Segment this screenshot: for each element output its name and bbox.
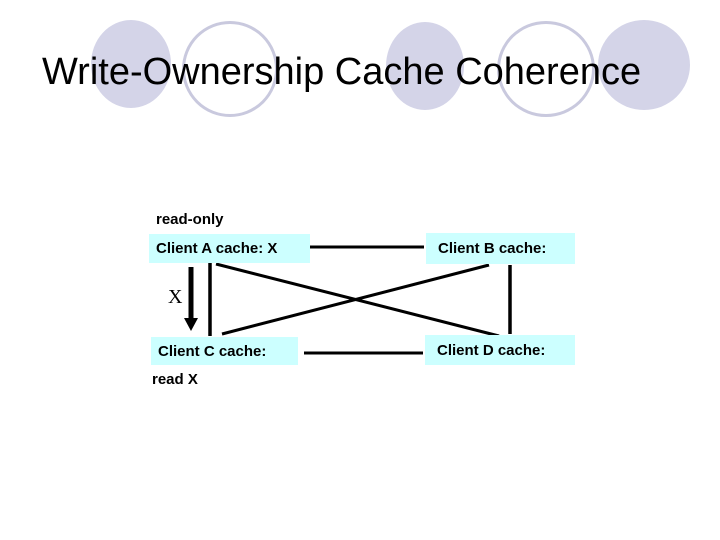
read-only-label: read-only	[156, 211, 224, 228]
transfer-x-label: X	[168, 286, 183, 308]
client-b-cache-box: Client B cache:	[426, 233, 575, 264]
client-a-cache-box: Client A cache: X	[149, 234, 310, 263]
decorative-circle-filled-3	[598, 20, 690, 110]
decorative-circle-outline-2	[497, 21, 595, 117]
connector-b-c	[221, 263, 490, 336]
client-c-cache-box: Client C cache:	[151, 337, 298, 365]
transfer-arrow-down-icon	[184, 267, 198, 331]
decorative-circle-filled-1	[91, 20, 171, 108]
read-x-label: read X	[152, 371, 198, 388]
decorative-circle-outline-1	[182, 21, 278, 117]
connector-a-d	[215, 262, 500, 338]
decorative-circle-filled-2	[386, 22, 464, 110]
slide-title: Write-Ownership Cache Coherence	[42, 51, 642, 93]
client-d-cache-box: Client D cache:	[425, 335, 575, 365]
